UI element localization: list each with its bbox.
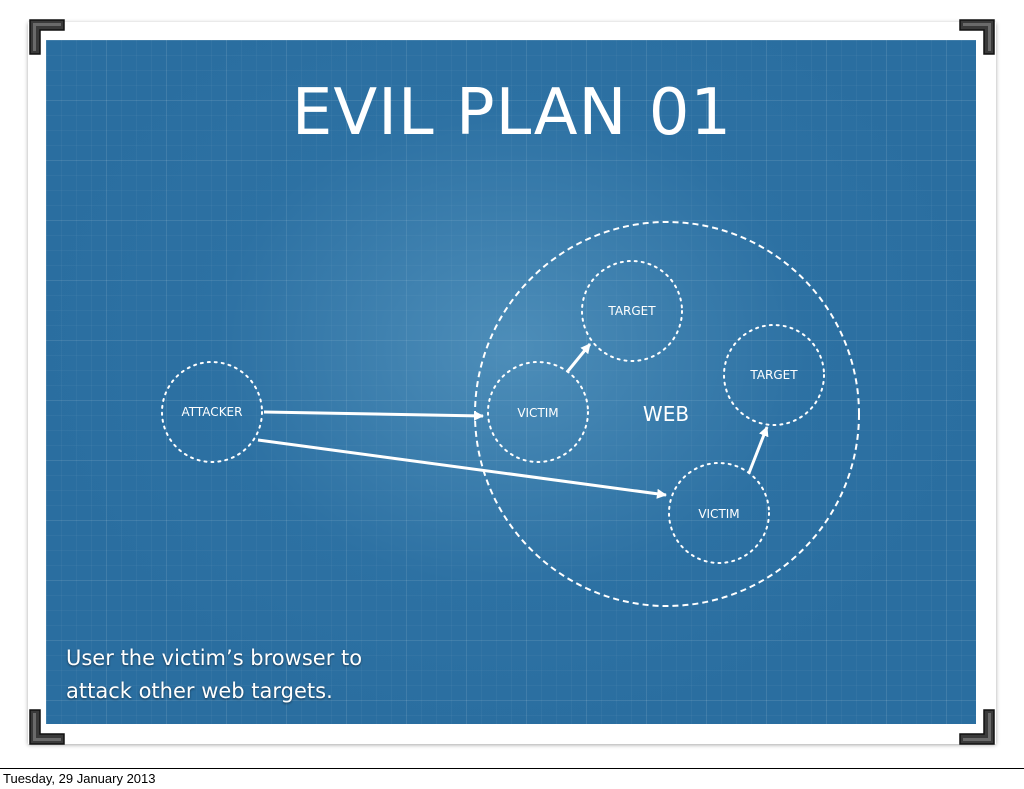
web-label: WEB <box>643 402 689 426</box>
target-node <box>723 324 825 426</box>
blueprint-board <box>46 40 976 724</box>
corner-clip-icon <box>29 709 65 745</box>
victim-node <box>487 361 589 463</box>
target-node <box>581 260 683 362</box>
corner-clip-icon <box>29 19 65 55</box>
caption-line: User the victim’s browser to <box>66 646 363 670</box>
target-label: TARGET <box>749 368 798 382</box>
corner-clip-icon <box>959 19 995 55</box>
footer-date: Tuesday, 29 January 2013 <box>3 771 156 786</box>
attacker-label: ATTACKER <box>182 405 243 419</box>
arrow-victim-to-target <box>747 426 769 474</box>
victim-node <box>668 462 770 564</box>
victim-label: VICTIM <box>517 406 558 420</box>
corner-clip-icon <box>959 709 995 745</box>
slide-caption: User the victim’s browser to attack othe… <box>66 642 466 708</box>
target-label: TARGET <box>607 304 656 318</box>
arrow-victim-to-target <box>566 343 592 372</box>
slide-title: EVIL PLAN 01 <box>291 76 733 150</box>
arrow-attacker-to-victim <box>263 410 484 421</box>
caption-line: attack other web targets. <box>66 679 333 703</box>
arrow-attacker-to-victim <box>257 438 667 499</box>
footer-bar: Tuesday, 29 January 2013 <box>0 768 1024 789</box>
victim-label: VICTIM <box>698 507 739 521</box>
attacker-node <box>161 361 263 463</box>
